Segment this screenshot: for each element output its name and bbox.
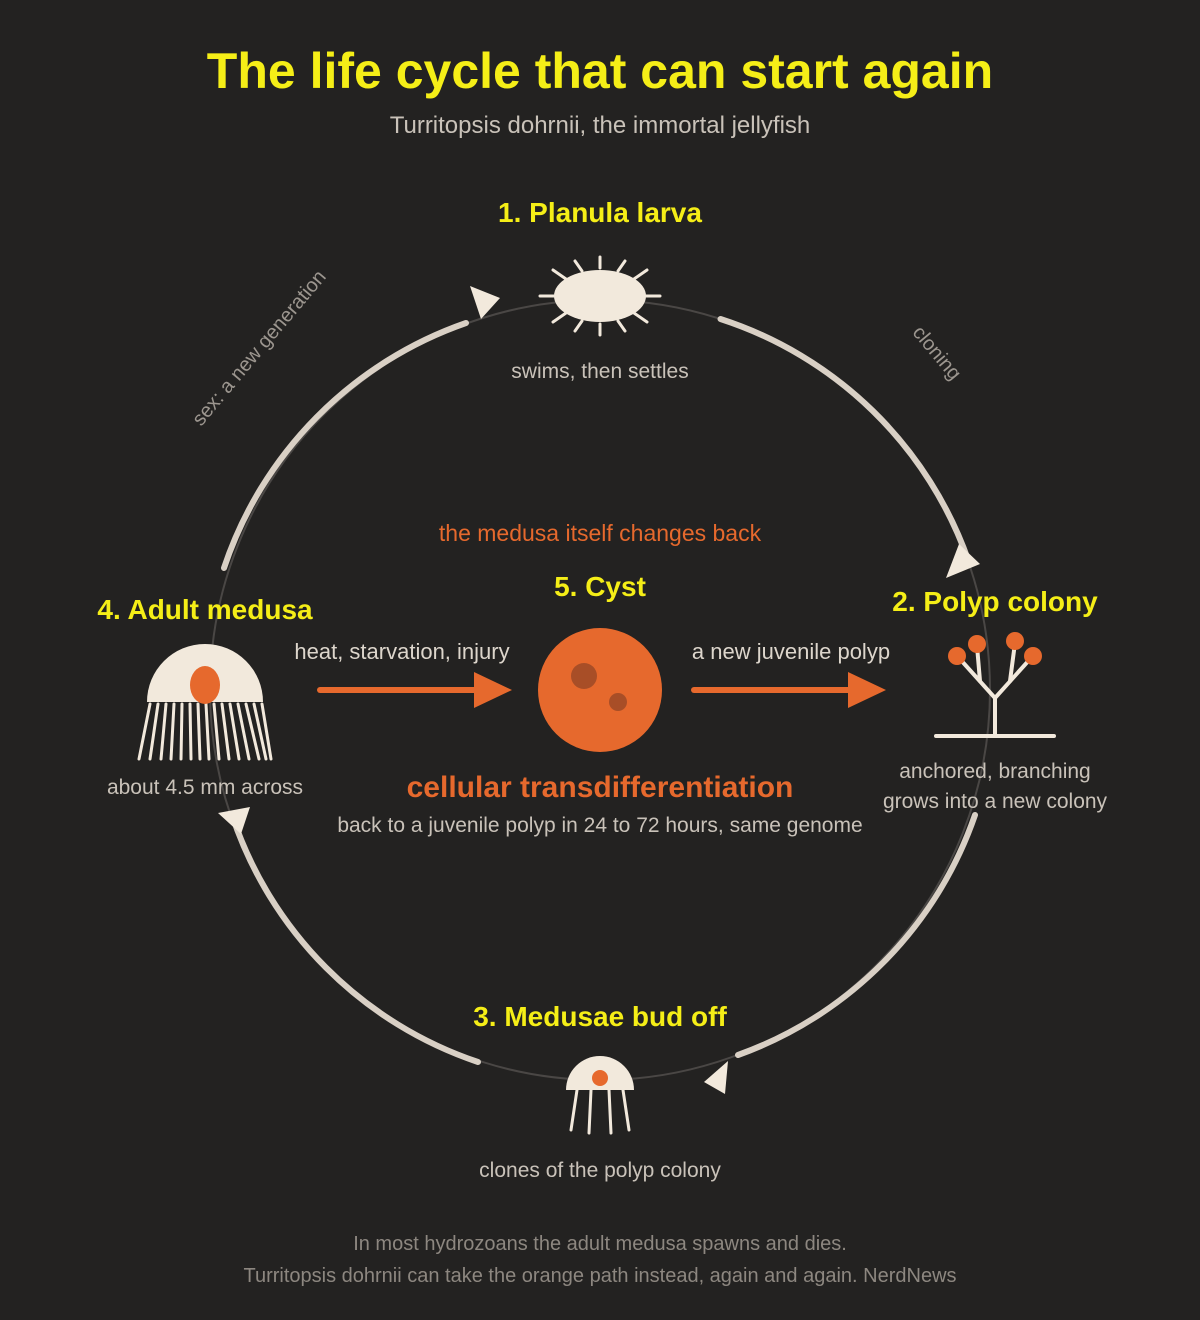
- diagram-title: The life cycle that can start again: [207, 43, 993, 99]
- cyst-icon: [538, 628, 662, 752]
- stage-1-caption: swims, then settles: [511, 360, 688, 383]
- arrow-to-polyp: [691, 672, 886, 708]
- process-detail: back to a juvenile polyp in 24 to 72 hou…: [337, 814, 862, 837]
- footer-line-2: Turritopsis dohrnii can take the orange …: [243, 1265, 956, 1287]
- arc-cloning: [717, 316, 972, 564]
- arrowhead-growth: [218, 807, 250, 834]
- arc-budding: [735, 812, 978, 1058]
- stage-5-label: 5. Cyst: [554, 571, 646, 602]
- stage-2-label: 2. Polyp colony: [892, 586, 1098, 617]
- arc-growth: [229, 812, 481, 1065]
- diagram-subtitle: Turritopsis dohrnii, the immortal jellyf…: [390, 112, 811, 139]
- planula-larva-icon: [538, 255, 662, 337]
- stage-1-label: 1. Planula larva: [498, 197, 702, 228]
- small-medusa-icon: [566, 1056, 634, 1135]
- arrowhead-cloning: [946, 544, 980, 578]
- stage-3-label: 3. Medusae bud off: [473, 1001, 727, 1032]
- arrowhead-sex: [470, 286, 500, 319]
- cloning-transition-label: cloning: [908, 322, 966, 385]
- adult-medusa-icon: [137, 644, 273, 761]
- stage-3-caption: clones of the polyp colony: [479, 1159, 721, 1182]
- outcome-label: a new juvenile polyp: [692, 639, 890, 664]
- arrow-to-cyst: [317, 672, 512, 708]
- process-title: cellular transdifferentiation: [407, 771, 794, 804]
- reverse-path-label: the medusa itself changes back: [439, 520, 762, 546]
- stage-2-caption-line2: grows into a new colony: [883, 790, 1108, 813]
- stage-2-caption-line1: anchored, branching: [899, 760, 1090, 783]
- footer-line-1: In most hydrozoans the adult medusa spaw…: [353, 1233, 847, 1255]
- sex-transition-label: sex: a new generation: [188, 266, 331, 430]
- arc-sex: [221, 320, 469, 571]
- trigger-label: heat, starvation, injury: [294, 639, 509, 664]
- arrowhead-budding: [704, 1061, 728, 1094]
- stage-4-caption: about 4.5 mm across: [107, 776, 303, 799]
- polyp-colony-icon: [934, 632, 1056, 738]
- stage-4-label: 4. Adult medusa: [97, 594, 313, 625]
